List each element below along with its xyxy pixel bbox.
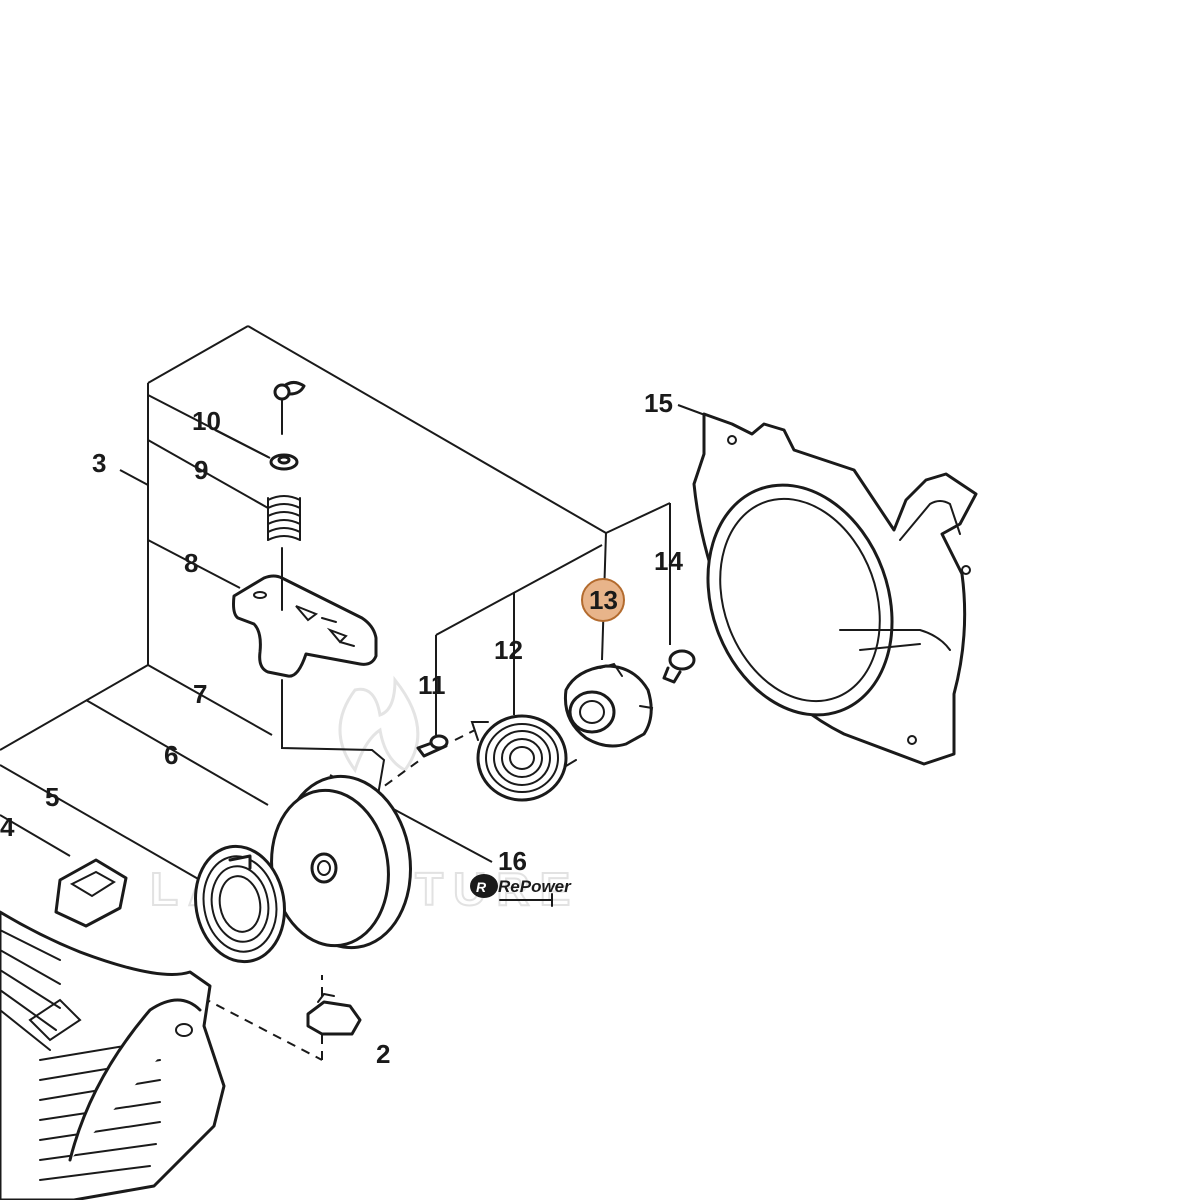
assembly-frame (0, 325, 706, 1061)
callout-16[interactable]: 16 (498, 846, 527, 876)
callout-5[interactable]: 5 (45, 782, 59, 812)
repower-logo: R RePower (470, 874, 572, 907)
part-spring-small (267, 495, 301, 541)
part-rope-rotor (270, 774, 412, 950)
callout-13[interactable]: 13 (589, 585, 618, 615)
watermark-flame-icon (338, 675, 420, 774)
callout-badge-highlight (581, 578, 625, 622)
part-fan-housing (692, 412, 978, 766)
callout-6[interactable]: 6 (164, 740, 178, 770)
callout-7[interactable]: 7 (193, 679, 207, 709)
part-rewind-spring (194, 844, 286, 964)
callout-4[interactable]: 4 (0, 812, 15, 842)
part-starter-handle (232, 547, 386, 831)
part-pin (273, 381, 306, 435)
callout-14[interactable]: 14 (654, 546, 683, 576)
part-washer (269, 453, 299, 471)
part-starter-housing (0, 910, 226, 1200)
part-pawl (306, 992, 362, 1036)
part-rope-guide (54, 858, 128, 928)
part-bolt (662, 649, 696, 684)
part-screw (416, 734, 449, 758)
callout-15[interactable]: 15 (644, 388, 673, 418)
callout-8[interactable]: 8 (184, 548, 198, 578)
svg-text:R: R (476, 879, 487, 895)
callout-9[interactable]: 9 (194, 455, 208, 485)
callout-2[interactable]: 2 (376, 1039, 390, 1069)
callout-11[interactable]: 11 (418, 670, 446, 700)
part-pawl-carrier (563, 662, 654, 748)
callout-10[interactable]: 10 (192, 406, 221, 436)
callout-12[interactable]: 12 (494, 635, 523, 665)
callout-labels: 10 3 9 8 7 6 5 4 2 11 12 13 14 15 16 (0, 388, 683, 1069)
repower-logo-text: RePower (498, 877, 572, 896)
callout-3[interactable]: 3 (92, 448, 106, 478)
part-torsion-spring (470, 714, 577, 802)
